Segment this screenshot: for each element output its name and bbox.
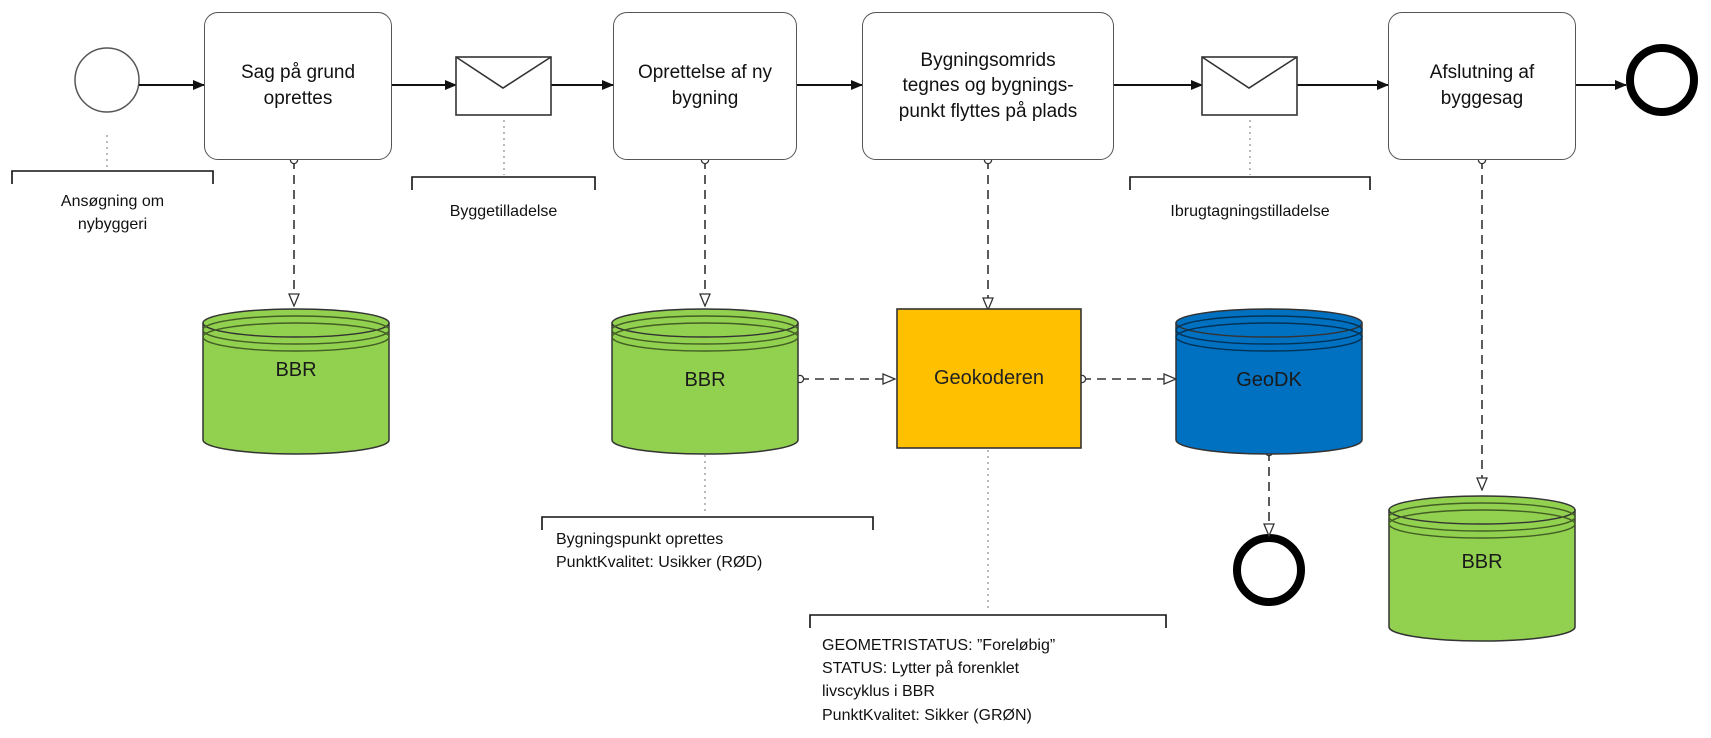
bbr-store-3	[1388, 495, 1576, 642]
cylinder-ring	[1388, 502, 1576, 532]
anno-bracket-1	[11, 170, 214, 184]
task-label: Sag på grund oprettes	[240, 62, 356, 109]
task-afslutning-byggesag: Afslutning af byggesag	[1388, 12, 1576, 160]
task-bygningsomrids: Bygningsomrids tegnes og bygnings- punkt…	[862, 12, 1114, 160]
task-label: Oprettelse af ny bygning	[637, 62, 773, 109]
cylinder-ring	[611, 322, 799, 352]
cylinder-ring	[611, 315, 799, 345]
cylinder-body	[202, 322, 390, 455]
bbr-store-label: BBR	[1461, 550, 1503, 573]
cylinder-body	[1388, 509, 1576, 642]
anno-bracket-2	[411, 176, 596, 190]
cylinder-ring	[202, 322, 390, 352]
annotation-bygningspunkt: Bygningspunkt oprettes PunktKvalitet: Us…	[556, 531, 763, 572]
annotation-ibrugtagning: Ibrugtagningstilladelse	[1170, 203, 1330, 220]
task-label: Bygningsomrids tegnes og bygnings- punkt…	[898, 49, 1078, 122]
cylinder-body	[611, 322, 799, 455]
cylinder-ring	[1388, 509, 1576, 539]
message-2	[1201, 56, 1298, 116]
annotation-ansoegning: Ansøgning om nybyggeri	[60, 193, 165, 234]
bbr-store-label: BBR	[275, 358, 317, 381]
task-oprettelse-bygning: Oprettelse af ny bygning	[613, 12, 797, 160]
geodk-store-label: GeoDK	[1236, 368, 1302, 391]
bbr-store-1	[202, 308, 390, 455]
cylinder-body	[1175, 322, 1363, 455]
cylinder-ring	[1175, 315, 1363, 345]
end-event	[1626, 44, 1698, 116]
anno-bracket-4	[541, 516, 874, 530]
end-event-geodk	[1233, 534, 1305, 606]
anno-bracket-5	[809, 614, 1167, 628]
geokoderen-box	[896, 308, 1082, 449]
annotation-byggetilladelse: Byggetilladelse	[449, 203, 558, 220]
message-1	[455, 56, 552, 116]
bbr-store-label: BBR	[684, 368, 726, 391]
cylinder-ring	[202, 315, 390, 345]
geodk-store	[1175, 308, 1363, 455]
annotation-geometristatus: GEOMETRISTATUS: ”Foreløbig” STATUS: Lytt…	[822, 637, 1056, 724]
start-event	[74, 47, 140, 113]
task-label: Afslutning af byggesag	[1429, 62, 1535, 109]
geokoderen-label: Geokoderen	[933, 367, 1045, 389]
task-sag-paa-grund: Sag på grund oprettes	[204, 12, 392, 160]
bbr-store-2	[611, 308, 799, 455]
cylinder-ring	[1175, 322, 1363, 352]
anno-bracket-3	[1129, 176, 1371, 190]
